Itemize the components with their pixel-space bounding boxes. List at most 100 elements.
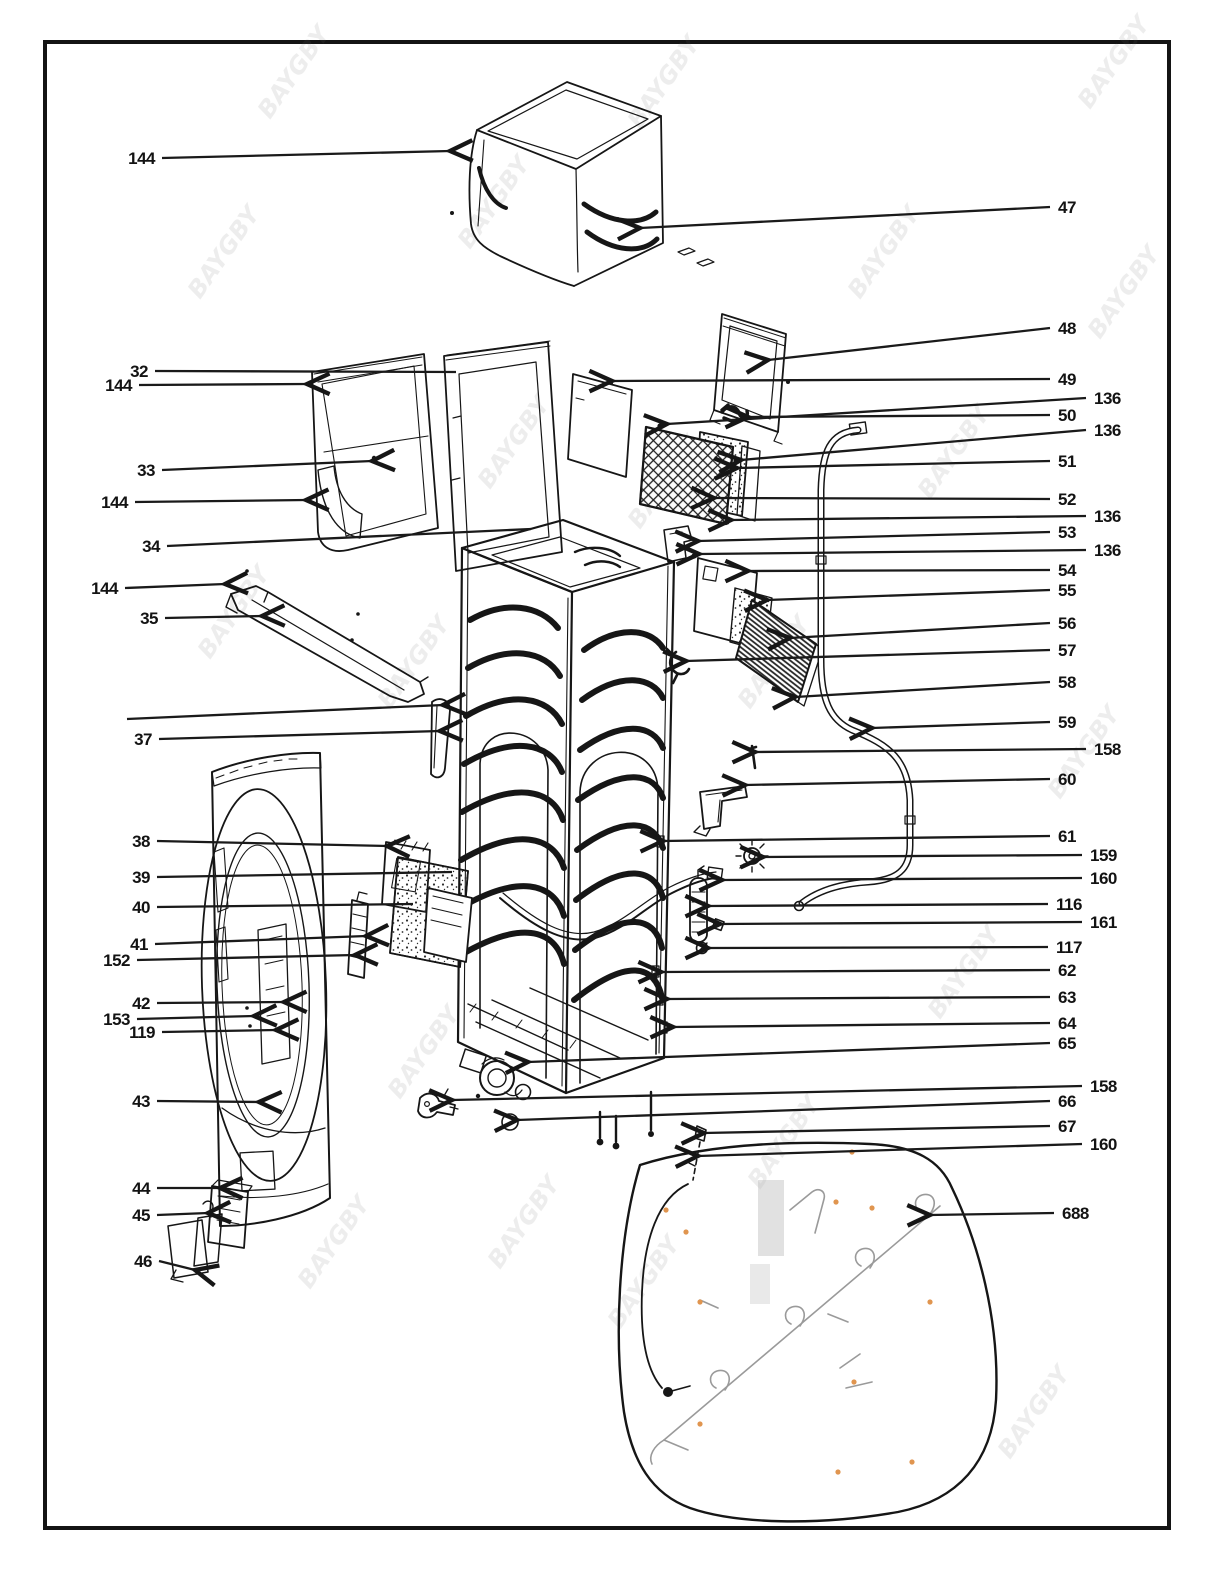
callout-label-117-46: 117 bbox=[1056, 938, 1082, 957]
callout-line-161-45 bbox=[720, 922, 1083, 924]
callout-line-55-34 bbox=[767, 590, 1051, 600]
callout-label-38-10: 38 bbox=[132, 832, 150, 851]
callout-line-116-44 bbox=[708, 904, 1049, 906]
callout-layer: 1443214433144341443537383940411524215311… bbox=[91, 149, 1121, 1271]
callout-label-51-28: 51 bbox=[1058, 452, 1076, 471]
callout-label-116-44: 116 bbox=[1056, 895, 1082, 914]
callout-line-49-24 bbox=[612, 379, 1051, 381]
callout-label-152-14: 152 bbox=[103, 951, 130, 970]
callout-label-46-21: 46 bbox=[134, 1252, 152, 1271]
callout-label-160-43: 160 bbox=[1090, 869, 1117, 888]
callout-line-52-29 bbox=[714, 498, 1051, 499]
callout-line-57-36 bbox=[686, 648, 1051, 661]
part-strip-41 bbox=[347, 891, 369, 979]
callout-line-66-52 bbox=[517, 1099, 1051, 1120]
callout-line-67-53 bbox=[704, 1126, 1051, 1133]
callout-line-35-7 bbox=[164, 616, 262, 618]
callout-line-136-32 bbox=[699, 550, 1087, 554]
callout-label-158-39: 158 bbox=[1094, 740, 1121, 759]
callout-label-64-49: 64 bbox=[1058, 1014, 1077, 1033]
callout-line-136-30 bbox=[731, 516, 1087, 520]
callout-label-136-32: 136 bbox=[1094, 541, 1121, 560]
callout-line-688-55 bbox=[930, 1213, 1055, 1215]
callout-line-64-49 bbox=[673, 1023, 1051, 1027]
callout-line-34-5 bbox=[166, 527, 532, 548]
callout-line-160-43 bbox=[722, 878, 1083, 880]
part-inlet-frame bbox=[709, 313, 787, 445]
callout-line-46-21 bbox=[158, 1259, 195, 1270]
callout-line-51-28 bbox=[737, 461, 1051, 468]
callout-line-unlabeled-8 bbox=[126, 705, 443, 721]
callout-line-61-41 bbox=[663, 836, 1051, 841]
callout-label-54-33: 54 bbox=[1058, 561, 1077, 580]
callout-label-37-9: 37 bbox=[134, 730, 152, 749]
callout-label-45-20: 45 bbox=[132, 1206, 150, 1225]
callout-label-33-3: 33 bbox=[137, 461, 155, 480]
callout-line-41-13 bbox=[154, 936, 366, 944]
callout-label-66-52: 66 bbox=[1058, 1092, 1076, 1111]
callout-line-144-6 bbox=[124, 584, 225, 588]
callout-label-144-6: 144 bbox=[91, 579, 119, 598]
callout-label-161-45: 161 bbox=[1090, 913, 1117, 932]
callout-line-158-51 bbox=[452, 1084, 1083, 1100]
callout-label-53-31: 53 bbox=[1058, 523, 1076, 542]
callout-line-136-27 bbox=[741, 428, 1087, 460]
part-board-40 bbox=[423, 887, 473, 963]
callout-line-153-16 bbox=[136, 1016, 254, 1019]
callout-line-48-23 bbox=[768, 326, 1051, 360]
callout-line-37-9 bbox=[158, 731, 440, 739]
callout-line-60-40 bbox=[745, 779, 1051, 785]
part-cabinet bbox=[456, 518, 676, 1150]
screw-pair-icon bbox=[677, 247, 715, 267]
callout-line-33-3 bbox=[161, 461, 372, 470]
callout-label-60-40: 60 bbox=[1058, 770, 1076, 789]
callout-label-34-5: 34 bbox=[142, 537, 161, 556]
callout-line-144-2 bbox=[138, 384, 307, 385]
callout-line-159-42 bbox=[763, 855, 1083, 857]
part-front-frame bbox=[443, 340, 563, 572]
part-motor-65 bbox=[459, 1048, 532, 1101]
callout-label-61-41: 61 bbox=[1058, 827, 1076, 846]
callout-label-65-50: 65 bbox=[1058, 1034, 1076, 1053]
callout-label-136-25: 136 bbox=[1094, 389, 1121, 408]
callout-label-153-16: 153 bbox=[103, 1010, 130, 1029]
callout-label-160-54: 160 bbox=[1090, 1135, 1117, 1154]
callout-line-58-37 bbox=[795, 680, 1051, 697]
callout-line-38-10 bbox=[156, 841, 387, 846]
callout-label-55-34: 55 bbox=[1058, 581, 1076, 600]
callout-line-59-38 bbox=[872, 722, 1051, 728]
callout-label-48-23: 48 bbox=[1058, 319, 1076, 338]
callout-label-144-2: 144 bbox=[105, 376, 133, 395]
callout-label-35-7: 35 bbox=[140, 609, 158, 628]
callout-label-63-48: 63 bbox=[1058, 988, 1076, 1007]
callout-line-47-22 bbox=[640, 205, 1051, 228]
callout-line-42-15 bbox=[156, 1002, 284, 1003]
callout-label-119-17: 119 bbox=[129, 1023, 155, 1042]
callout-line-158-39 bbox=[755, 749, 1087, 752]
callout-line-144-4 bbox=[134, 500, 306, 502]
callout-label-144-4: 144 bbox=[101, 493, 129, 512]
callout-line-39-11 bbox=[156, 870, 453, 879]
callout-line-160-54 bbox=[698, 1142, 1083, 1156]
callout-line-144-0 bbox=[161, 151, 450, 158]
callout-label-43-18: 43 bbox=[132, 1092, 150, 1111]
callout-label-42-15: 42 bbox=[132, 994, 150, 1013]
callout-line-56-35 bbox=[790, 621, 1051, 638]
callout-line-50-26 bbox=[748, 415, 1051, 417]
callout-label-159-42: 159 bbox=[1090, 846, 1117, 865]
callout-line-65-50 bbox=[528, 1041, 1051, 1062]
callout-label-49-24: 49 bbox=[1058, 370, 1076, 389]
callout-line-40-12 bbox=[156, 902, 414, 909]
callout-label-50-26: 50 bbox=[1058, 406, 1076, 425]
callout-line-45-20 bbox=[156, 1213, 208, 1215]
callout-line-152-14 bbox=[136, 955, 355, 960]
part-base-pad-688 bbox=[617, 1141, 998, 1523]
callout-line-53-31 bbox=[698, 532, 1051, 541]
callout-label-41-13: 41 bbox=[130, 935, 148, 954]
callout-label-158-51: 158 bbox=[1090, 1077, 1117, 1096]
callout-line-119-17 bbox=[161, 1030, 276, 1032]
callout-label-57-36: 57 bbox=[1058, 641, 1076, 660]
callout-label-39-11: 39 bbox=[132, 868, 150, 887]
callout-label-32-1: 32 bbox=[130, 362, 148, 381]
